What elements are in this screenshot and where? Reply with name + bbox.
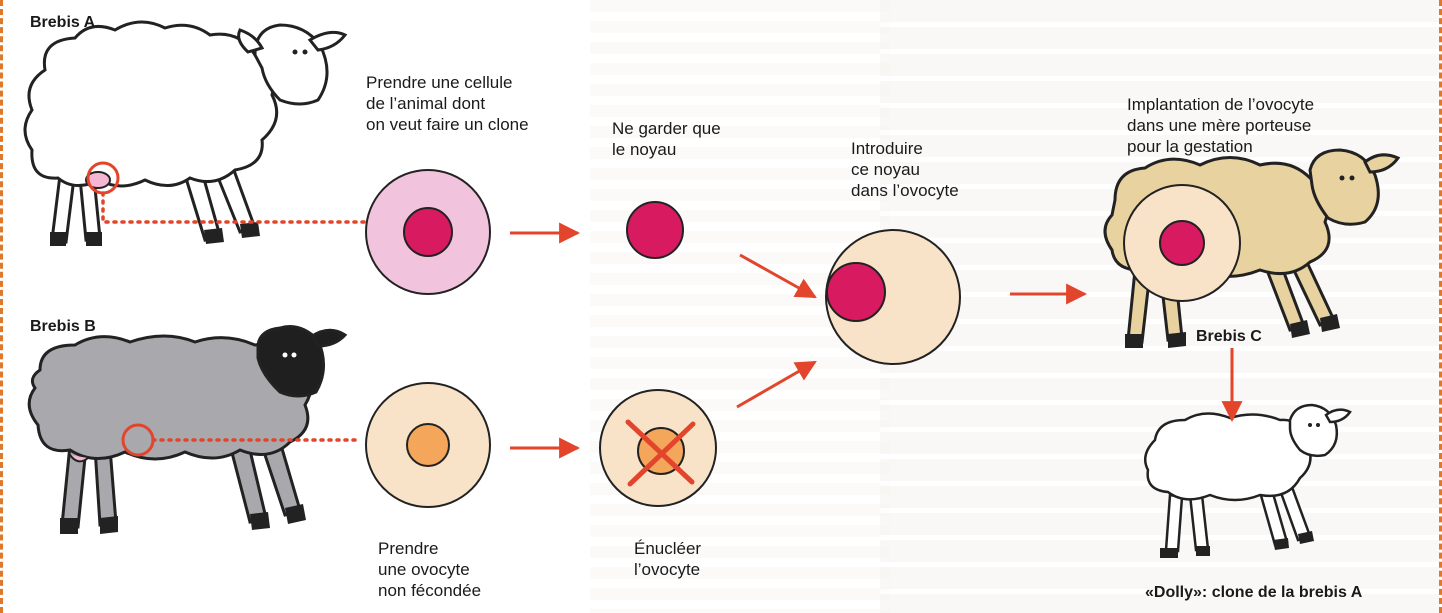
page-frame — [0, 0, 1442, 613]
